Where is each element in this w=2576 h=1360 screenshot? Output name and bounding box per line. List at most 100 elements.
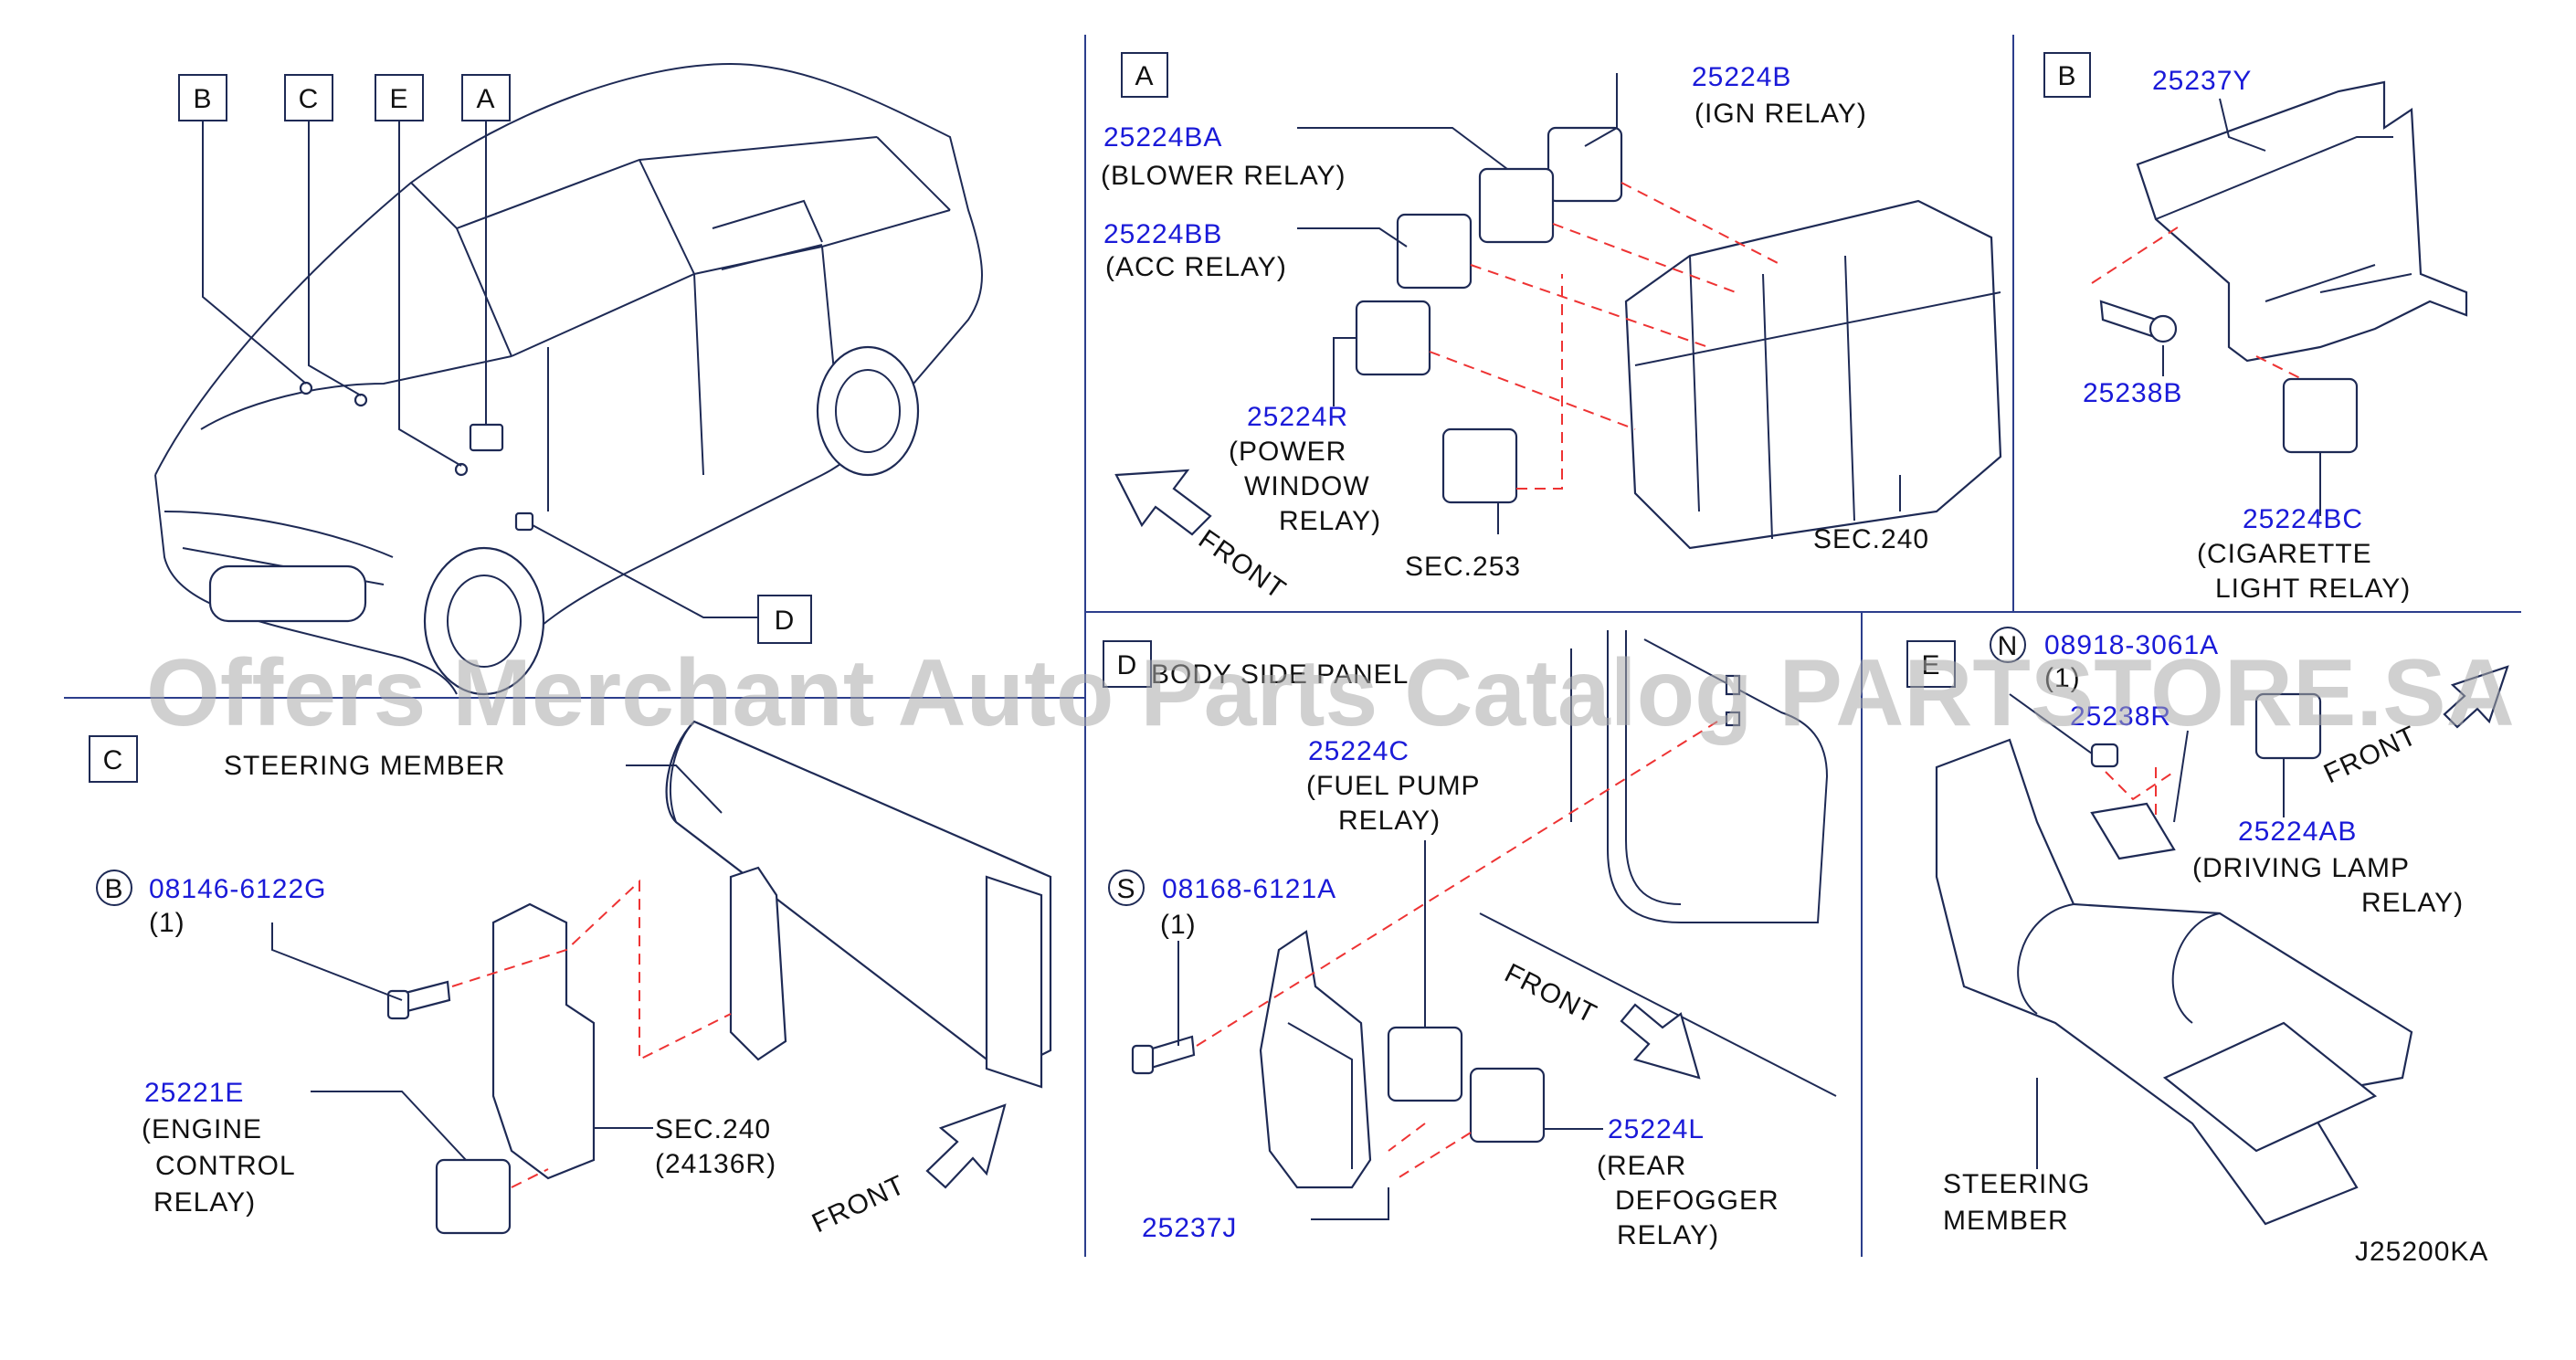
bolt-qty-d: (1) [1160, 910, 1197, 940]
part-name-power-window-line2: WINDOW [1244, 471, 1370, 501]
svg-text:B: B [2057, 61, 2076, 91]
svg-text:D: D [1117, 650, 1138, 680]
part-number-08918-3061a: 08918-3061A [2044, 630, 2219, 660]
front-label-e: FRONT [2319, 721, 2422, 790]
nut-symbol-n: N [1998, 631, 2019, 661]
front-arrow-c: FRONT [808, 1103, 1007, 1239]
relay-rear-defogger [1469, 1067, 1546, 1144]
callout-leaders [202, 121, 758, 618]
part-name-defogger-line1: (REAR [1597, 1151, 1686, 1181]
steering-member-e-line2: MEMBER [1943, 1206, 2069, 1236]
part-name-defogger-line2: DEFOGGER [1615, 1186, 1779, 1216]
part-name-fuel-pump-line2: RELAY) [1338, 806, 1441, 836]
relay-driving-lamp [2254, 692, 2322, 760]
front-arrow-e: FRONT [2319, 665, 2509, 790]
part-name-power-window-line3: RELAY) [1279, 506, 1381, 536]
part-name-power-window-line1: (POWER [1229, 437, 1346, 467]
bolt-08146 [386, 980, 451, 1020]
part-number-25224ba: 25224BA [1103, 122, 1222, 153]
body-side-panel [1479, 630, 1837, 1097]
panel-d-dashed-leaders [1196, 721, 1718, 1179]
part-number-25224ab: 25224AB [2238, 817, 2357, 847]
bolt-callout-d: S [1108, 870, 1145, 906]
nut-08918 [2090, 743, 2119, 768]
part-number-25224bb: 25224BB [1103, 219, 1222, 249]
part-name-blower-relay: (BLOWER RELAY) [1101, 161, 1346, 191]
relay-power-window [1355, 300, 1431, 376]
ref-sec240: SEC.240 [1813, 524, 1929, 554]
relay-sec253 [1441, 427, 1518, 504]
relay-location-markers [299, 381, 534, 532]
relay-fuel-pump [1387, 1026, 1463, 1102]
callout-d: D [757, 595, 812, 644]
panel-d: D [1103, 630, 1837, 1250]
part-number-25221e: 25221E [144, 1078, 244, 1108]
part-number-25224l: 25224L [1608, 1114, 1705, 1144]
panel-c-leaders [271, 764, 723, 1161]
part-name-acc-relay: (ACC RELAY) [1105, 252, 1287, 282]
part-number-08168-6121a: 08168-6121A [1162, 874, 1336, 904]
part-name-engine-line2: CONTROL [155, 1151, 296, 1181]
relay-ign [1547, 126, 1623, 203]
screw-25238b [2099, 300, 2178, 343]
bolt-symbol-s: S [1116, 874, 1135, 904]
svg-text:E: E [389, 84, 408, 114]
steering-member-e-line1: STEERING [1943, 1169, 2090, 1199]
panel-c-label: C [89, 735, 138, 783]
vehicle-wheels [423, 345, 920, 696]
fuse-block-sec240 [1624, 199, 2002, 550]
bolt-symbol-b: B [104, 874, 123, 904]
ref-sec240-c: SEC.240 [655, 1114, 771, 1144]
svg-text:A: A [1135, 61, 1154, 91]
panel-e-dashed-leaders [2105, 767, 2175, 822]
front-label-c: FRONT [808, 1170, 910, 1239]
part-number-25237y: 25237Y [2152, 66, 2252, 96]
part-number-25238r: 25238R [2070, 701, 2171, 732]
diagram-code: J25200KA [2355, 1237, 2488, 1267]
part-number-25224bc: 25224BC [2243, 504, 2363, 534]
relay-cigarette-light [2282, 377, 2359, 454]
relay-acc [1396, 213, 1473, 290]
svg-text:C: C [103, 745, 124, 775]
nut-qty-e: (1) [2044, 663, 2081, 693]
front-label-a: FRONT [1193, 524, 1292, 606]
panel-e-leaders [2009, 693, 2285, 1169]
panel-b: B 25237Y 25238B 25224BC (CIGARETTE LIGHT… [2043, 52, 2468, 604]
panel-d-label: D [1103, 640, 1152, 688]
relay-blower [1478, 167, 1555, 244]
panel-c: C STEERING MEMBER [89, 720, 1052, 1239]
part-number-08146-6122g: 08146-6122G [149, 874, 327, 904]
panel-b-label: B [2043, 52, 2091, 98]
svg-text:A: A [476, 84, 495, 114]
panel-b-leaders [2162, 98, 2321, 516]
panel-e: E N 08918-3061A (1) [1906, 627, 2509, 1236]
relay-bracket-e [2090, 802, 2176, 860]
bolt-qty-c: (1) [149, 908, 185, 938]
part-name-engine-line1: (ENGINE [142, 1114, 262, 1144]
part-name-ign-relay: (IGN RELAY) [1694, 99, 1867, 129]
bolt-callout-c: B [96, 870, 132, 906]
part-name-defogger-line3: RELAY) [1617, 1220, 1719, 1250]
svg-text:B: B [193, 84, 212, 114]
panel-separators [64, 35, 2521, 1257]
panel-a-dashed-leaders [1429, 182, 1782, 490]
bolt-08168 [1131, 1035, 1196, 1075]
front-arrow-d: FRONT [1500, 958, 1701, 1080]
panel-b-dashed-leaders [2091, 223, 2303, 380]
part-name-fuel-pump-line1: (FUEL PUMP [1306, 771, 1481, 801]
vehicle-overview: B C E A D [154, 62, 983, 696]
part-name-driving-lamp-line2: RELAY) [2361, 888, 2464, 918]
panel-a-leaders [1297, 73, 1901, 534]
ref-24136r: (24136R) [655, 1149, 776, 1179]
panel-a: A 25224B (IGN RELAY) 25224BA (B [1101, 52, 2002, 606]
ref-sec253: SEC.253 [1405, 552, 1521, 582]
body-side-panel-title: BODY SIDE PANEL [1151, 659, 1409, 690]
relay-bracket-c [491, 866, 787, 1180]
part-name-cigarette-line2: LIGHT RELAY) [2215, 574, 2411, 604]
panel-a-label: A [1121, 52, 1168, 98]
svg-text:E: E [1921, 650, 1940, 680]
part-number-25238b: 25238B [2083, 378, 2182, 408]
panel-c-dashed-leaders [451, 879, 732, 1188]
